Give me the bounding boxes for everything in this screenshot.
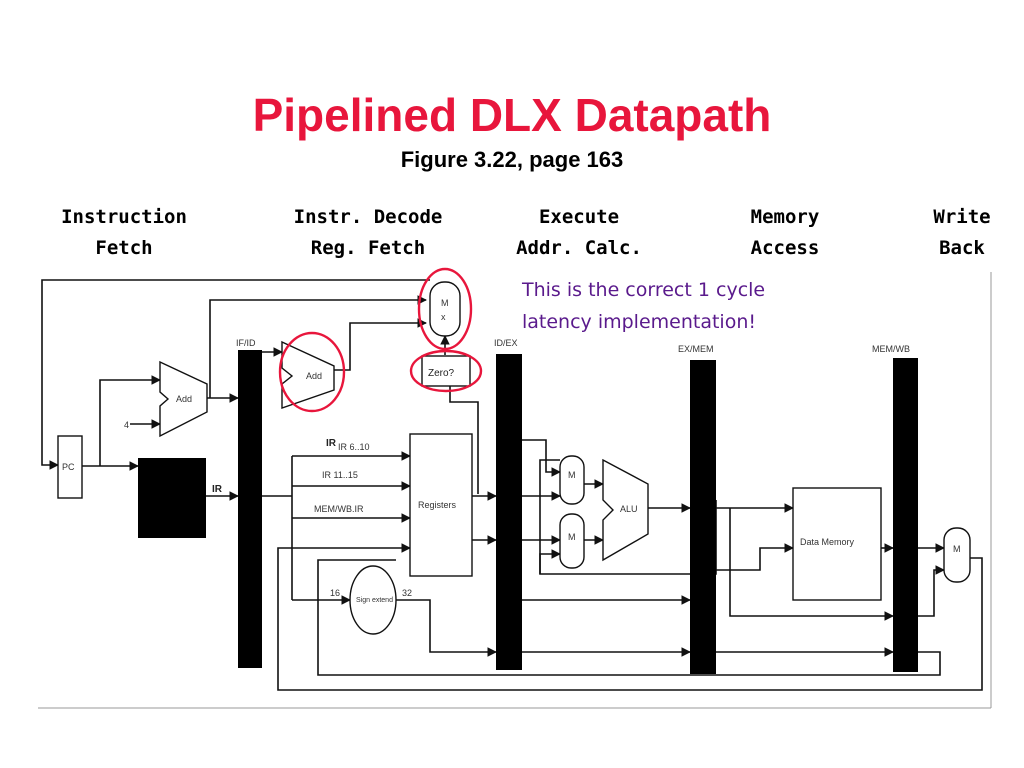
stage-label-line1: Instruction [61,206,187,228]
mux-label: x [441,312,446,322]
data-memory [792,487,882,601]
alu-input-mux-b [559,513,585,569]
stage-instr-decode: Instr. Decode Reg. Fetch [268,202,468,264]
mux-label: M [441,298,449,308]
stage-label-line2: Fetch [95,237,153,259]
stage-instruction-fetch: Instruction Fetch [44,202,204,264]
annotation-line1: This is the correct 1 cycle [522,279,766,301]
pipeline-register-id-ex [496,354,522,670]
ir-label: IR [212,484,223,495]
stage-label-line1: Write [933,206,991,228]
write-back-mux [943,527,971,583]
pipeline-register-label: EX/MEM [678,344,714,354]
stage-label-line1: Execute [538,206,620,228]
highlight-circle-zero-test [409,349,483,393]
instruction-memory [138,458,206,538]
latency-annotation: This is the correct 1 cycle latency impl… [522,274,765,338]
sign-extend-label: Sign extend [356,597,393,604]
stage-label-line1: Memory [750,206,820,228]
pc-adder [159,360,208,438]
zero-test-unit [421,355,471,387]
alu [602,458,649,562]
adder-label: Add [306,371,322,381]
stage-write-back: Write Back [912,202,1012,264]
sign-extend-unit [349,565,397,635]
registers-label: Registers [418,500,457,510]
branch-mux [429,281,461,337]
zero-test-label: Zero? [428,368,455,379]
alu-label: ALU [620,504,638,514]
mux-label: M [953,544,961,554]
stage-label-line2: Back [939,237,985,259]
constant-four: 4 [124,420,129,430]
alu-input-mux-a [559,455,585,505]
highlight-circle-branch-adder [278,331,346,413]
stage-label-line2: Addr. Calc. [516,237,642,259]
ir-field-label: IR 6..10 [338,442,370,452]
pc-label: PC [62,462,75,472]
program-counter [57,435,83,499]
stage-label-line2: Access [750,237,820,259]
stage-memory-access: Memory Access [715,202,855,264]
pipeline-register-label: ID/EX [494,338,518,348]
bits-16-label: 16 [330,588,340,598]
ir-field-label: IR [326,438,337,449]
adder-label: Add [176,394,192,404]
pipeline-register-label: MEM/WB [872,344,910,354]
pipeline-register-mem-wb [893,358,918,672]
register-file [409,433,473,577]
pipeline-register-label: IF/ID [236,338,256,348]
mux-label: M [568,470,576,480]
ir-field-label: MEM/WB.IR [314,504,364,514]
stage-label-line2: Reg. Fetch [310,237,426,259]
slide-title: Pipelined DLX Datapath [252,89,772,141]
figure-reference: Figure 3.22, page 163 [400,147,624,172]
mux-label: M [568,532,576,542]
ir-field-label: IR 11..15 [322,470,358,480]
data-memory-label: Data Memory [800,537,855,547]
highlight-circle-branch-mux [417,267,473,351]
stage-label-line1: Instr. Decode [293,206,443,228]
pipeline-register-ex-mem [690,360,716,674]
stage-execute: Execute Addr. Calc. [494,202,664,264]
wires [41,279,983,691]
bits-32-label: 32 [402,588,412,598]
annotation-line2: latency implementation! [522,311,756,333]
pipeline-register-if-id [238,350,262,668]
branch-target-adder [281,340,335,409]
